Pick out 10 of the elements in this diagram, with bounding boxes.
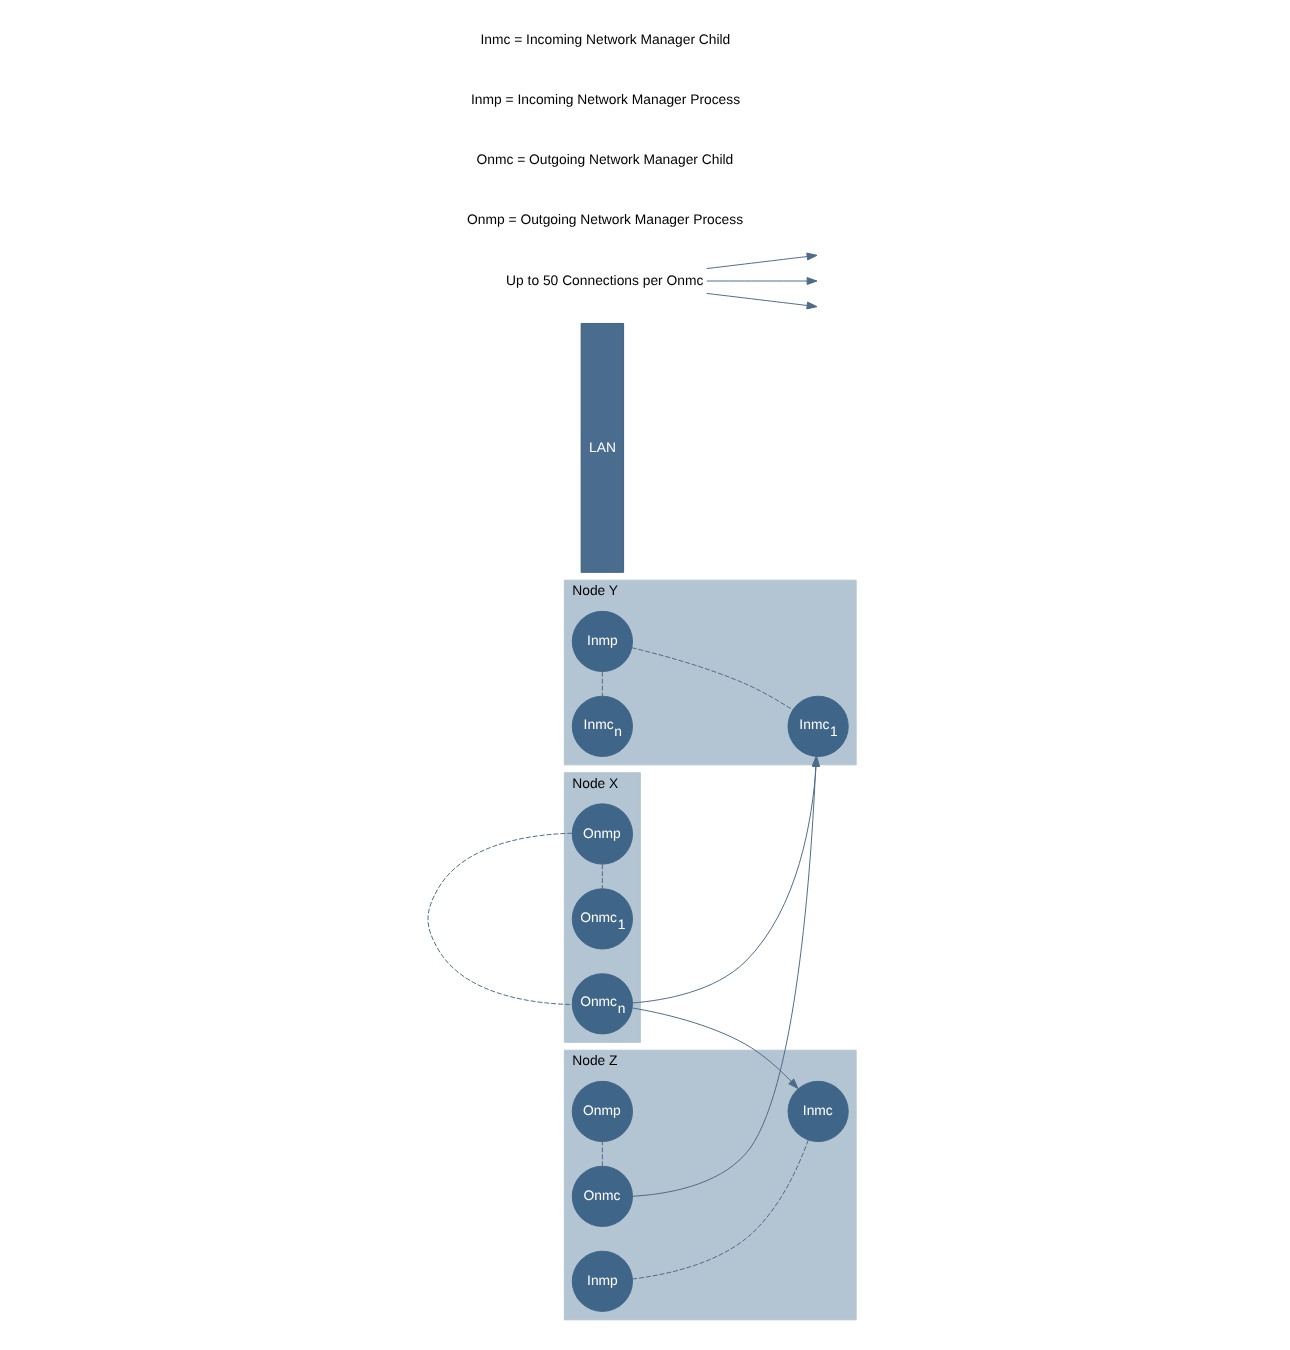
connector xyxy=(600,1141,602,1167)
connector xyxy=(630,1139,808,1280)
connector xyxy=(630,647,793,711)
arrow xyxy=(705,277,817,285)
arrow xyxy=(705,292,817,310)
arrow xyxy=(705,252,817,270)
connector xyxy=(426,832,572,1006)
connector xyxy=(600,863,602,890)
arrow xyxy=(630,1007,798,1090)
connector xyxy=(600,671,602,697)
